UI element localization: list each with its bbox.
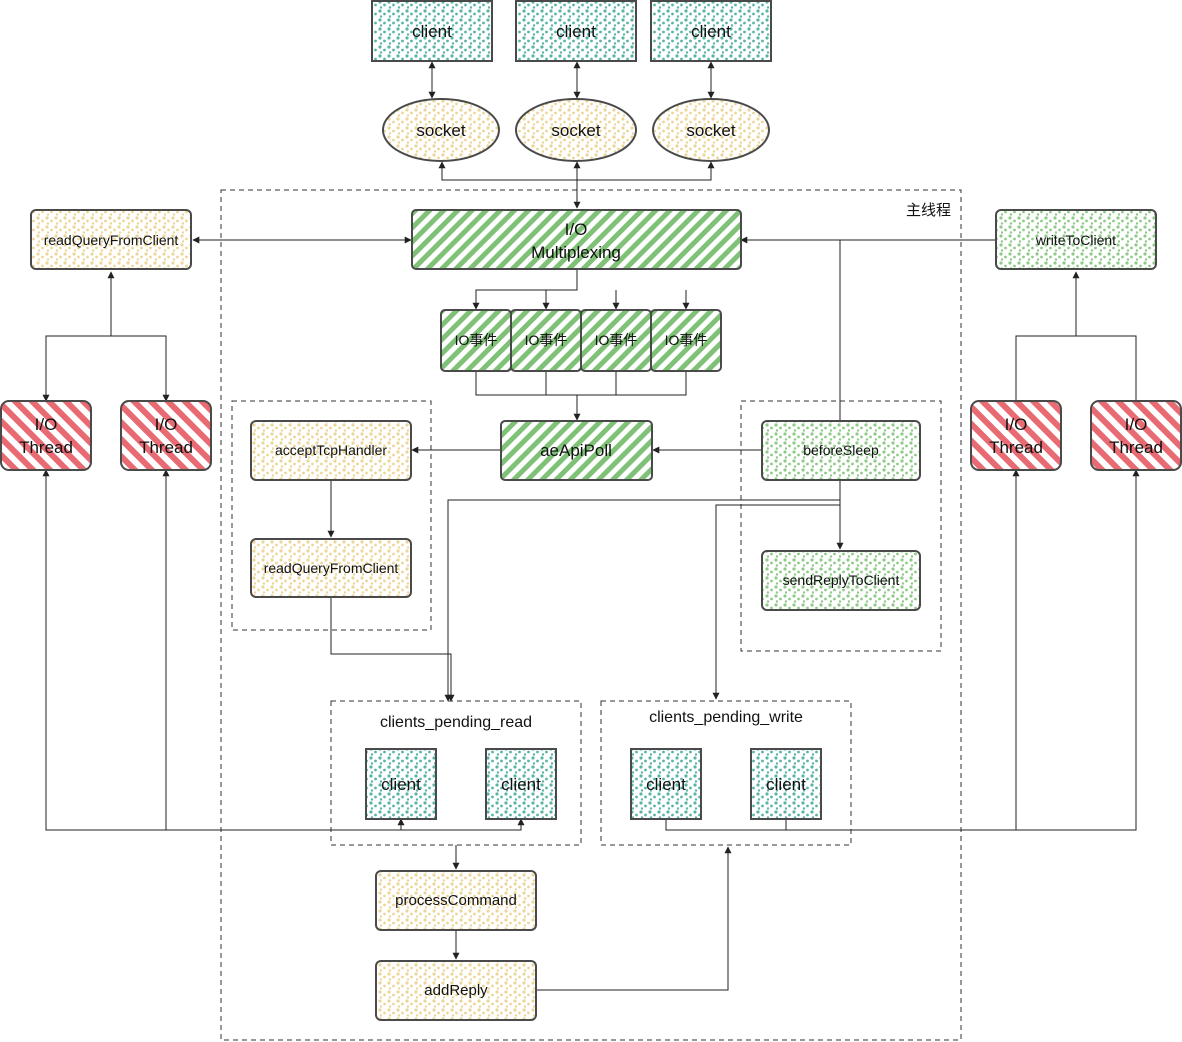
clients-pending-read-title: clients_pending_read bbox=[380, 714, 532, 731]
io-event-1: IO事件 bbox=[440, 309, 512, 372]
read-query-inner-node: readQueryFromClient bbox=[250, 538, 412, 598]
edge-pendingwrite-right-thread1 bbox=[665, 470, 1017, 831]
io-multiplexing-node: I/O Multiplexing bbox=[411, 209, 742, 270]
socket-2-label: socket bbox=[551, 121, 600, 140]
io-multiplexing-line1: I/O bbox=[565, 220, 588, 239]
edge-pendingwrite-right-thread2 bbox=[785, 470, 1137, 831]
io-thread-right-1: I/O Thread bbox=[970, 400, 1062, 471]
io-thread-left-2-line2: Thread bbox=[139, 438, 193, 457]
clients-pending-read-container bbox=[330, 700, 582, 846]
top-client-1: client bbox=[371, 0, 493, 62]
pending-write-client-1-label: client bbox=[646, 775, 686, 794]
read-query-left-node: readQueryFromClient bbox=[30, 209, 192, 270]
edge-left-threads-readquery bbox=[45, 335, 167, 401]
pending-write-client-2: client bbox=[750, 748, 822, 820]
io-thread-right-2-line1: I/O bbox=[1125, 415, 1148, 434]
connectors bbox=[42, 61, 1140, 991]
process-command-label: processCommand bbox=[395, 892, 517, 909]
clients-pending-write-title: clients_pending_write bbox=[649, 709, 803, 726]
accept-group-container bbox=[231, 400, 432, 631]
edge-pendingread-left-thread2 bbox=[165, 470, 522, 831]
io-event-1-label: IO事件 bbox=[455, 332, 498, 348]
main-thread-container bbox=[220, 189, 962, 1041]
before-sleep-group-container bbox=[740, 400, 942, 652]
edge-readquery-pendingread bbox=[330, 598, 455, 702]
io-event-3: IO事件 bbox=[580, 309, 652, 372]
write-to-client-label: writeToClient bbox=[1035, 232, 1116, 248]
accept-tcp-handler-label: acceptTcpHandler bbox=[275, 442, 387, 458]
before-sleep-node: beforeSleep bbox=[761, 420, 921, 481]
ae-api-poll-node: aeApiPoll bbox=[500, 420, 653, 481]
read-query-left-label: readQueryFromClient bbox=[44, 232, 179, 248]
socket-1-label: socket bbox=[416, 121, 465, 140]
add-reply-node: addReply bbox=[375, 960, 537, 1021]
pending-read-client-1-label: client bbox=[381, 775, 421, 794]
before-sleep-label: beforeSleep bbox=[803, 442, 879, 458]
top-client-3: client bbox=[650, 0, 772, 62]
edge-multiplexing-events bbox=[475, 270, 578, 309]
io-thread-right-1-line2: Thread bbox=[989, 438, 1043, 457]
io-thread-right-1-line1: I/O bbox=[1005, 415, 1028, 434]
pending-write-client-1: client bbox=[630, 748, 702, 820]
send-reply-to-client-node: sendReplyToClient bbox=[761, 550, 921, 611]
send-reply-to-client-label: sendReplyToClient bbox=[783, 572, 900, 588]
io-event-2-label: IO事件 bbox=[525, 332, 568, 348]
read-query-inner-label: readQueryFromClient bbox=[264, 560, 399, 576]
edge-beforesleep-pendingwrite bbox=[712, 488, 841, 700]
top-client-2: client bbox=[515, 0, 637, 62]
edge-addreply-pendingwrite bbox=[537, 846, 732, 991]
socket-3: socket bbox=[652, 98, 770, 162]
io-thread-right-2-line2: Thread bbox=[1109, 438, 1163, 457]
io-thread-left-1-line1: I/O bbox=[35, 415, 58, 434]
top-client-2-label: client bbox=[556, 22, 596, 41]
pending-read-client-2-label: client bbox=[501, 775, 541, 794]
edge-right-threads-writetoclient bbox=[1015, 335, 1137, 401]
main-thread-label: 主线程 bbox=[906, 202, 951, 219]
top-client-1-label: client bbox=[412, 22, 452, 41]
io-thread-left-2: I/O Thread bbox=[120, 400, 212, 471]
io-thread-left-1-line2: Thread bbox=[19, 438, 73, 457]
io-event-4-label: IO事件 bbox=[665, 332, 708, 348]
io-event-4: IO事件 bbox=[650, 309, 722, 372]
add-reply-label: addReply bbox=[424, 982, 488, 999]
io-event-3-label: IO事件 bbox=[595, 332, 638, 348]
socket-1: socket bbox=[382, 98, 500, 162]
io-thread-left-1: I/O Thread bbox=[0, 400, 92, 471]
socket-2: socket bbox=[515, 98, 637, 162]
io-multiplexing-line2: Multiplexing bbox=[531, 243, 621, 262]
edge-pendingread-left-thread1 bbox=[45, 470, 402, 831]
ae-api-poll-label: aeApiPoll bbox=[540, 441, 612, 460]
top-client-3-label: client bbox=[691, 22, 731, 41]
io-thread-right-2: I/O Thread bbox=[1090, 400, 1182, 471]
pending-read-client-2: client bbox=[485, 748, 557, 820]
write-to-client-node: writeToClient bbox=[995, 209, 1157, 270]
clients-pending-write-container bbox=[600, 700, 852, 846]
pending-write-client-2-label: client bbox=[766, 775, 806, 794]
io-thread-left-2-line1: I/O bbox=[155, 415, 178, 434]
accept-tcp-handler-node: acceptTcpHandler bbox=[250, 420, 412, 481]
process-command-node: processCommand bbox=[375, 870, 537, 931]
edge-events-aeapipoll bbox=[475, 372, 687, 396]
pending-read-client-1: client bbox=[365, 748, 437, 820]
io-event-2: IO事件 bbox=[510, 309, 582, 372]
socket-3-label: socket bbox=[686, 121, 735, 140]
